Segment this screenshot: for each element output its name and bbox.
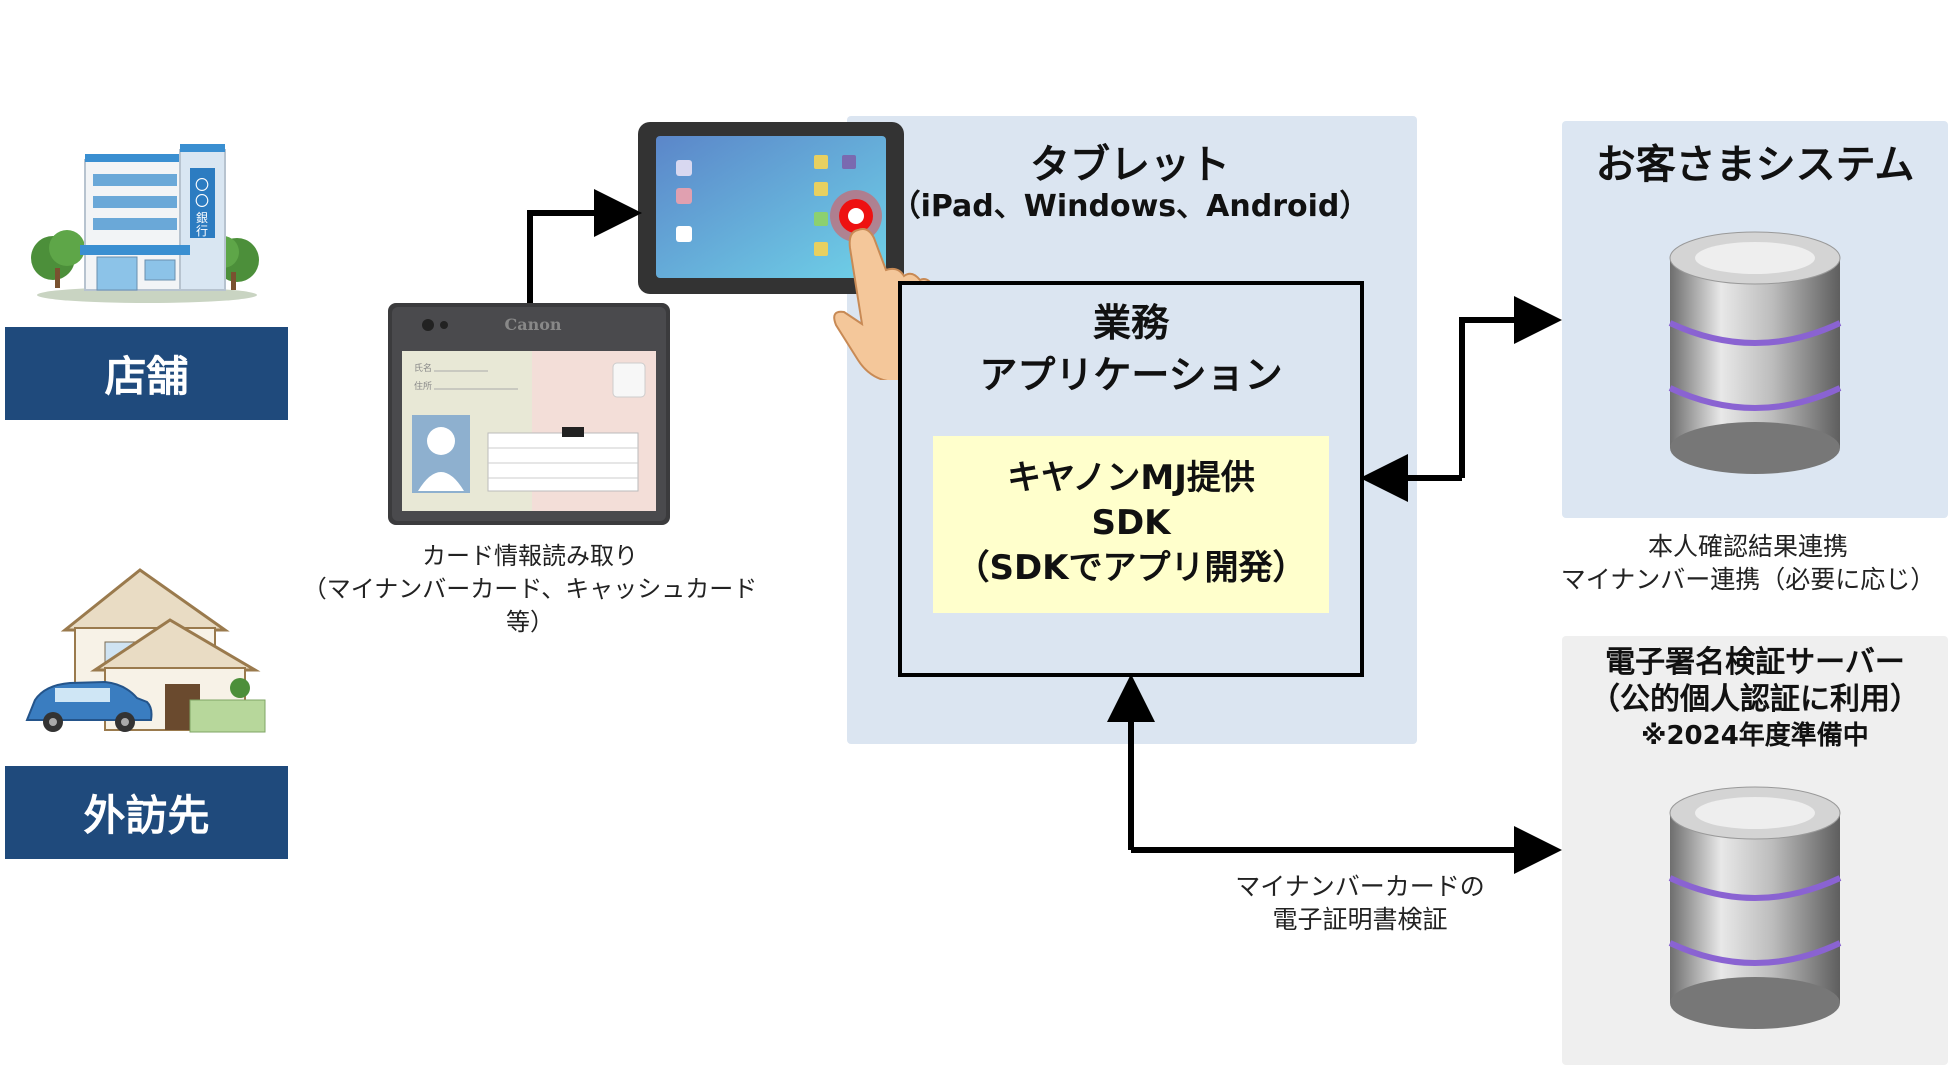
customer-caption-line1: 本人確認結果連携 <box>1647 532 1848 561</box>
customer-caption-line2: マイナンバー連携（必要に応じ） <box>1560 565 1936 594</box>
sdk-line1: キヤノンMJ提供 <box>1007 458 1255 498</box>
verification-caption-line1: マイナンバーカードの <box>1235 872 1485 901</box>
signature-server-title: 電子署名検証サーバー （公的個人認証に利用） ※2024年度準備中 <box>1562 644 1948 755</box>
verification-caption-line2: 電子証明書検証 <box>1272 905 1448 934</box>
reader-caption: カード情報読み取り （マイナンバーカード、キャッシュカード等） <box>300 540 760 639</box>
svg-text:行: 行 <box>196 224 208 238</box>
server-title-line3: ※2024年度準備中 <box>1641 721 1869 751</box>
tablet-title: タブレット <box>1030 142 1230 188</box>
business-app-title-line1: 業務 <box>1092 301 1169 345</box>
reader-caption-line1: カード情報読み取り <box>422 542 638 570</box>
sdk-box: キヤノンMJ提供 SDK （SDKでアプリ開発） <box>933 436 1329 613</box>
customer-system-title: お客さまシステム <box>1595 142 1915 188</box>
store-label: 店舗 <box>5 327 288 420</box>
visit-label: 外訪先 <box>5 766 288 859</box>
database-icon <box>1660 783 1850 1033</box>
server-title-line2: （公的個人認証に利用） <box>1590 682 1920 717</box>
reader-to-tablet-arrow <box>527 189 642 303</box>
tablet-subtitle: （iPad、Windows、Android） <box>890 189 1370 224</box>
verification-caption: マイナンバーカードの 電子証明書検証 <box>1180 870 1540 936</box>
server-title-line1: 電子署名検証サーバー <box>1605 645 1905 680</box>
svg-text:銀: 銀 <box>196 211 208 225</box>
business-app-title-line2: アプリケーション <box>979 353 1283 397</box>
svg-text:氏名: 氏名 <box>414 362 432 374</box>
sdk-line2: SDK <box>1091 503 1171 543</box>
database-icon <box>1660 228 1850 478</box>
reader-caption-line2: （マイナンバーカード、キャッシュカード等） <box>302 575 758 636</box>
bank-building-icon: 〇 〇 銀 行 <box>25 140 270 305</box>
house-with-car-icon <box>25 560 270 740</box>
card-reader-icon: 氏名 住所 Canon <box>388 303 670 525</box>
sdk-line3: （SDKでアプリ開発） <box>955 548 1307 588</box>
customer-system-caption: 本人確認結果連携 マイナンバー連携（必要に応じ） <box>1548 530 1948 596</box>
svg-text:〇: 〇 <box>195 194 209 210</box>
svg-text:〇: 〇 <box>195 178 209 194</box>
reader-brand: Canon <box>504 315 562 334</box>
svg-text:住所: 住所 <box>414 380 432 392</box>
